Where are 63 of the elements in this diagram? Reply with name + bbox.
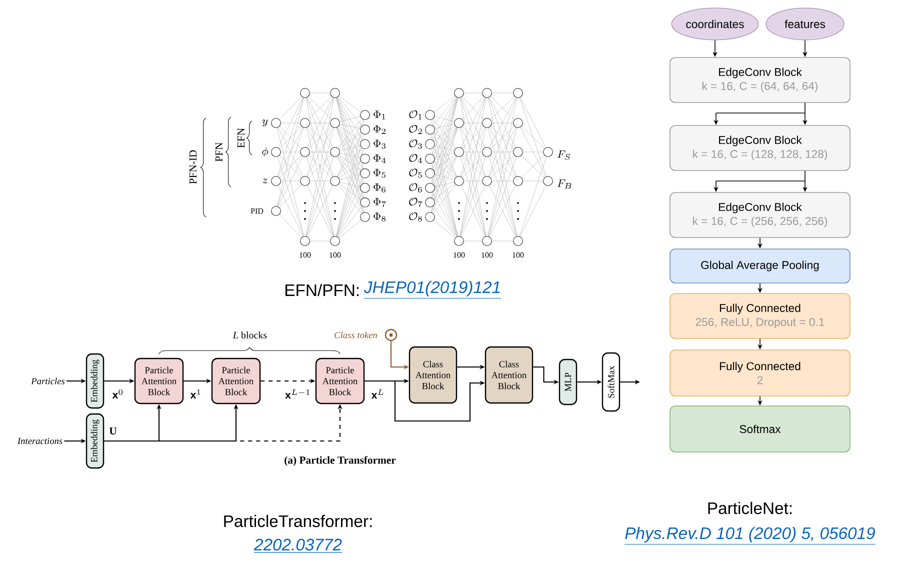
edge-label: $\mathbf{x}^{L-1}$ bbox=[284, 388, 312, 400]
output-label: $\Phi_{3}$ bbox=[374, 140, 386, 149]
softmax-box: SoftMax bbox=[602, 352, 620, 412]
layer-size-label: 100 bbox=[482, 252, 493, 258]
attention-block: Particle Attention Block bbox=[134, 358, 184, 404]
layer-size-label: 100 bbox=[330, 252, 341, 258]
output-label: $F_{S}$ bbox=[557, 150, 570, 160]
output-label: $\mathcal{O}_{4}$ bbox=[409, 154, 422, 164]
edge-label: $\mathbf{x}^{1}$ bbox=[190, 388, 202, 400]
mlp-box: MLP bbox=[558, 358, 578, 406]
caption: ParticleNet: bbox=[708, 502, 792, 514]
subfigure-caption: (a) Particle Transformer bbox=[284, 456, 396, 466]
output-label: $\Phi_{7}$ bbox=[374, 198, 386, 207]
input-label: Interactions bbox=[17, 438, 62, 444]
output-label: $\Phi_{8}$ bbox=[374, 212, 386, 222]
layer-box: Global Average Pooling bbox=[670, 248, 850, 284]
brace-label: PFN bbox=[216, 142, 222, 162]
layer-box: EdgeConv Block k = 16, C = (128, 128, 128) bbox=[670, 125, 850, 171]
brace-label: PFN-ID bbox=[190, 150, 196, 184]
layer-box: Fully Connected 2 bbox=[670, 350, 850, 396]
output-label: $\mathcal{O}_{3}$ bbox=[409, 140, 422, 149]
node-caption: Class token bbox=[334, 332, 377, 338]
caption: EFN/PFN: bbox=[286, 284, 359, 296]
input-label: $y$ bbox=[262, 120, 268, 126]
output-label: $\Phi_{2}$ bbox=[374, 125, 386, 134]
block-count-label: L blocks bbox=[232, 331, 267, 339]
link: Phys.Rev.D 101 (2020) 5, 056019 bbox=[624, 526, 876, 545]
input-label: Particles bbox=[31, 378, 65, 384]
layer-size-label: 100 bbox=[300, 252, 311, 258]
attention-block: Class Attention Block bbox=[484, 346, 534, 404]
embedding-box: Embedding bbox=[86, 413, 104, 469]
link: 2202.03772 bbox=[254, 538, 342, 553]
caption: ParticleTransformer: bbox=[224, 514, 372, 528]
edge-label: U bbox=[108, 426, 118, 436]
output-label: $\mathcal{O}_{8}$ bbox=[409, 212, 422, 222]
embedding-box: Embedding bbox=[86, 353, 104, 409]
token-circle bbox=[384, 328, 398, 342]
output-label: $\Phi_{1}$ bbox=[374, 110, 386, 120]
layer-size-label: 100 bbox=[512, 252, 524, 258]
edge-label: $\mathbf{x}^{0}$ bbox=[112, 388, 124, 400]
brace-label: EFN bbox=[238, 128, 244, 148]
layer-size-label: 100 bbox=[454, 252, 465, 258]
input-label: PID bbox=[250, 208, 264, 214]
layer-box: Softmax bbox=[670, 406, 850, 452]
output-label: $\Phi_{6}$ bbox=[374, 183, 386, 192]
output-label: $\mathcal{O}_{2}$ bbox=[409, 124, 422, 134]
output-label: $\Phi_{5}$ bbox=[374, 168, 386, 178]
link: JHEP01(2019)121 bbox=[364, 280, 502, 299]
layer-box: EdgeConv Block k = 16, C = (256, 256, 256) bbox=[670, 192, 850, 238]
output-label: $\mathcal{O}_{1}$ bbox=[409, 110, 422, 120]
layer-box: EdgeConv Block k = 16, C = (64, 64, 64) bbox=[670, 57, 850, 103]
edge-label: $\mathbf{x}^{L}$ bbox=[370, 388, 386, 400]
attention-block: Particle Attention Block bbox=[315, 358, 365, 404]
output-label: $\Phi_{4}$ bbox=[374, 154, 386, 164]
layer-box: Fully Connected 256, ReLU, Dropout = 0.1 bbox=[670, 293, 850, 339]
attention-block: Class Attention Block bbox=[408, 346, 458, 404]
output-label: $\mathcal{O}_{7}$ bbox=[409, 198, 422, 207]
attention-block: Particle Attention Block bbox=[211, 358, 261, 404]
output-label: $\mathcal{O}_{5}$ bbox=[409, 168, 422, 178]
output-label: $F_{B}$ bbox=[557, 180, 572, 189]
input-label: $z$ bbox=[262, 178, 268, 184]
input-label: $\phi$ bbox=[262, 147, 268, 157]
output-label: $\mathcal{O}_{6}$ bbox=[409, 183, 422, 192]
